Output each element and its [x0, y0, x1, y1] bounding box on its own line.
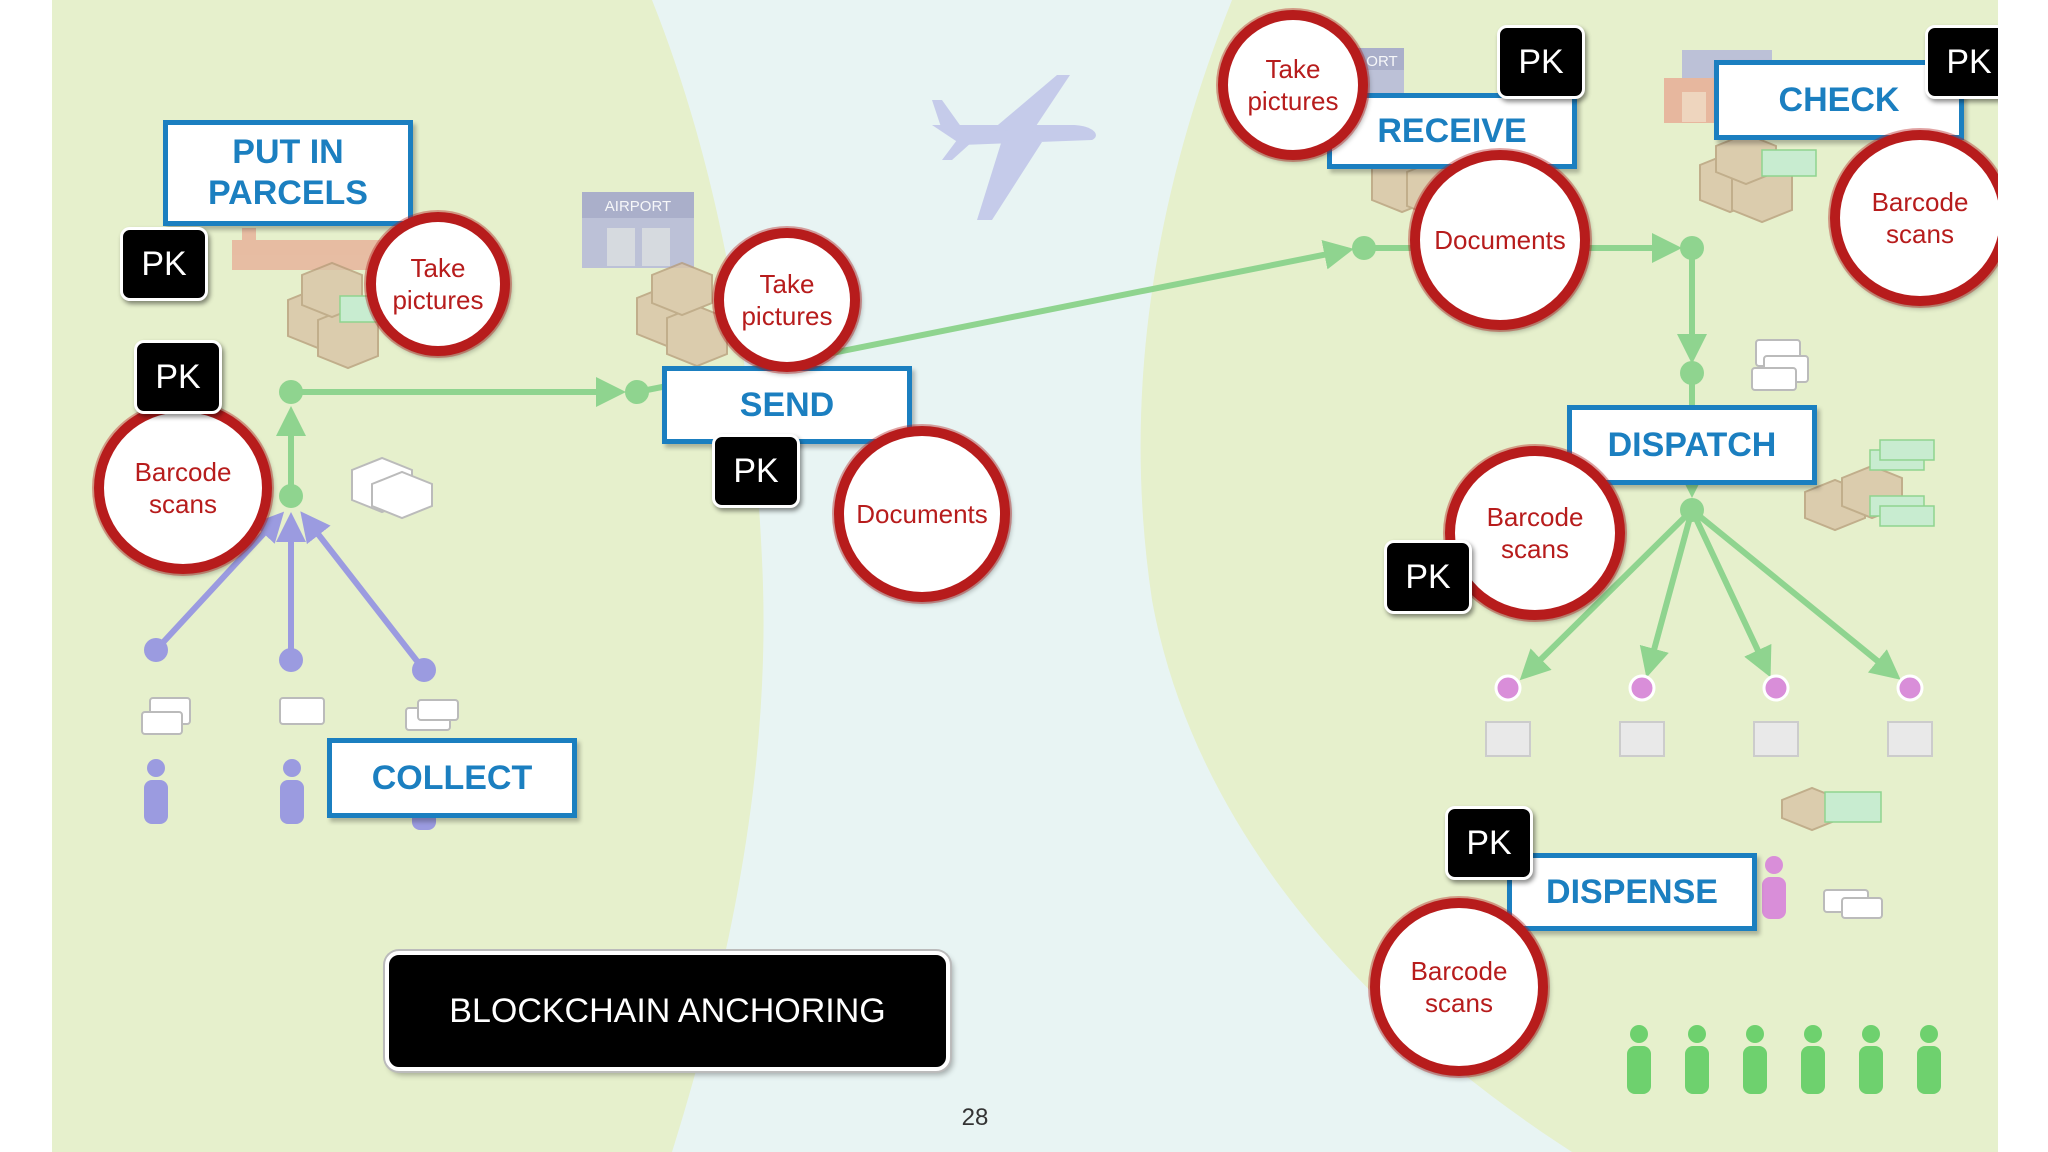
page-number: 28 [961, 1104, 989, 1131]
airplane-icon [932, 75, 1096, 220]
collect-nodes [144, 638, 436, 682]
stage-dispatch: DISPATCH [1567, 405, 1817, 485]
medicine-pile-right-icon [1751, 339, 1883, 919]
airport-building-icon [582, 192, 694, 268]
flow-nodes [279, 236, 1704, 522]
stamp-barcode-scans-check: Barcode scans [1830, 130, 1998, 306]
airport-label: AIRPORT [605, 198, 671, 215]
stamp-barcode-scans-dispense: Barcode scans [1370, 898, 1548, 1076]
blockchain-anchoring-box: BLOCKCHAIN ANCHORING [385, 951, 950, 1071]
stage-dispense: DISPENSE [1507, 853, 1757, 931]
stage-send: SEND [662, 366, 912, 444]
pk-badge-collect: PK [134, 340, 222, 414]
stamp-barcode-scans-collect: Barcode scans [94, 402, 272, 574]
slide: AIRPORT ORT [52, 0, 1998, 1152]
pk-badge-dispense: PK [1445, 806, 1533, 880]
airport-label-partial: ORT [1366, 53, 1397, 70]
pk-badge-receive: PK [1497, 25, 1585, 99]
pharmacy-buildings-icons [1485, 721, 1933, 757]
medicine-pile-collect-icon [141, 456, 459, 735]
stamp-take-pictures-send: Take pictures [714, 228, 860, 372]
pk-badge-dispatch: PK [1384, 540, 1472, 614]
stamp-documents-receive: Documents [1410, 150, 1590, 330]
dispense-nodes [1494, 674, 1924, 702]
factory-icon [232, 228, 392, 270]
stamp-barcode-scans-dispatch: Barcode scans [1445, 446, 1625, 620]
stamp-take-pictures-receive: Take pictures [1218, 10, 1368, 160]
left-land [52, 0, 764, 1152]
parcel-boxes-airport-icon [636, 261, 728, 368]
collect-arrows [153, 511, 427, 672]
recipients-people-icons [1627, 1025, 1941, 1094]
patient-icon [1762, 856, 1786, 919]
pk-badge-parcels: PK [120, 227, 208, 301]
pk-badge-check: PK [1925, 25, 1998, 99]
stage-check: CHECK [1714, 60, 1964, 140]
parcel-boxes-check-icon [1699, 132, 1793, 224]
pk-badge-send: PK [712, 434, 800, 508]
stage-put-in-parcels: PUT IN PARCELS [163, 120, 413, 226]
stamp-take-pictures-parcels: Take pictures [366, 212, 510, 356]
stamp-documents-send: Documents [834, 426, 1010, 602]
stage-collect: COLLECT [327, 738, 577, 818]
